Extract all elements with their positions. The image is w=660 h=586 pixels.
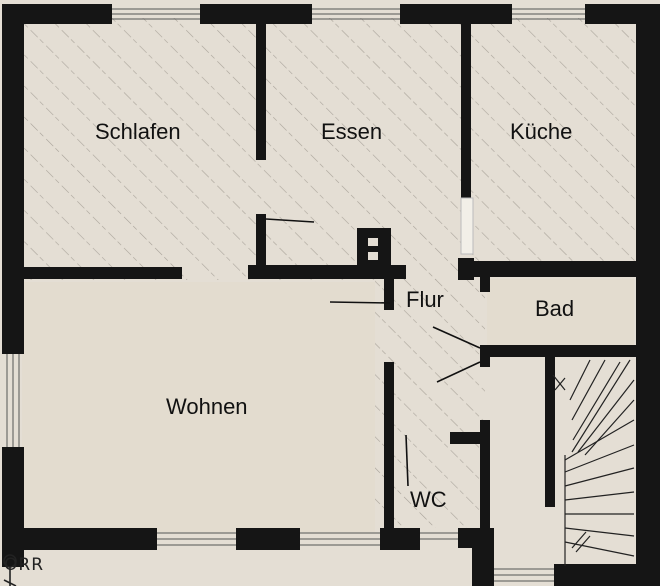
compass-icon: [3, 554, 17, 586]
bad-area: [487, 279, 634, 345]
door-swings: [265, 218, 481, 487]
staircase: [552, 359, 635, 566]
wohnen-area: [22, 282, 375, 532]
room-label-flur: Flur: [406, 287, 444, 312]
room-label-essen: Essen: [321, 119, 383, 144]
hatch-upper: [20, 18, 635, 280]
chimney-flues: [368, 238, 378, 260]
room-label-schlafen: Schlafen: [95, 119, 181, 144]
room-label-kueche: Küche: [510, 119, 573, 144]
kitchen-door-gap: [460, 197, 474, 255]
room-label-wohnen: Wohnen: [166, 394, 248, 419]
corner-marker: ORR: [4, 555, 45, 575]
windows: [6, 8, 585, 582]
walls: [2, 4, 660, 586]
room-label-bad: Bad: [535, 296, 575, 321]
room-label-wc: WC: [410, 487, 447, 512]
